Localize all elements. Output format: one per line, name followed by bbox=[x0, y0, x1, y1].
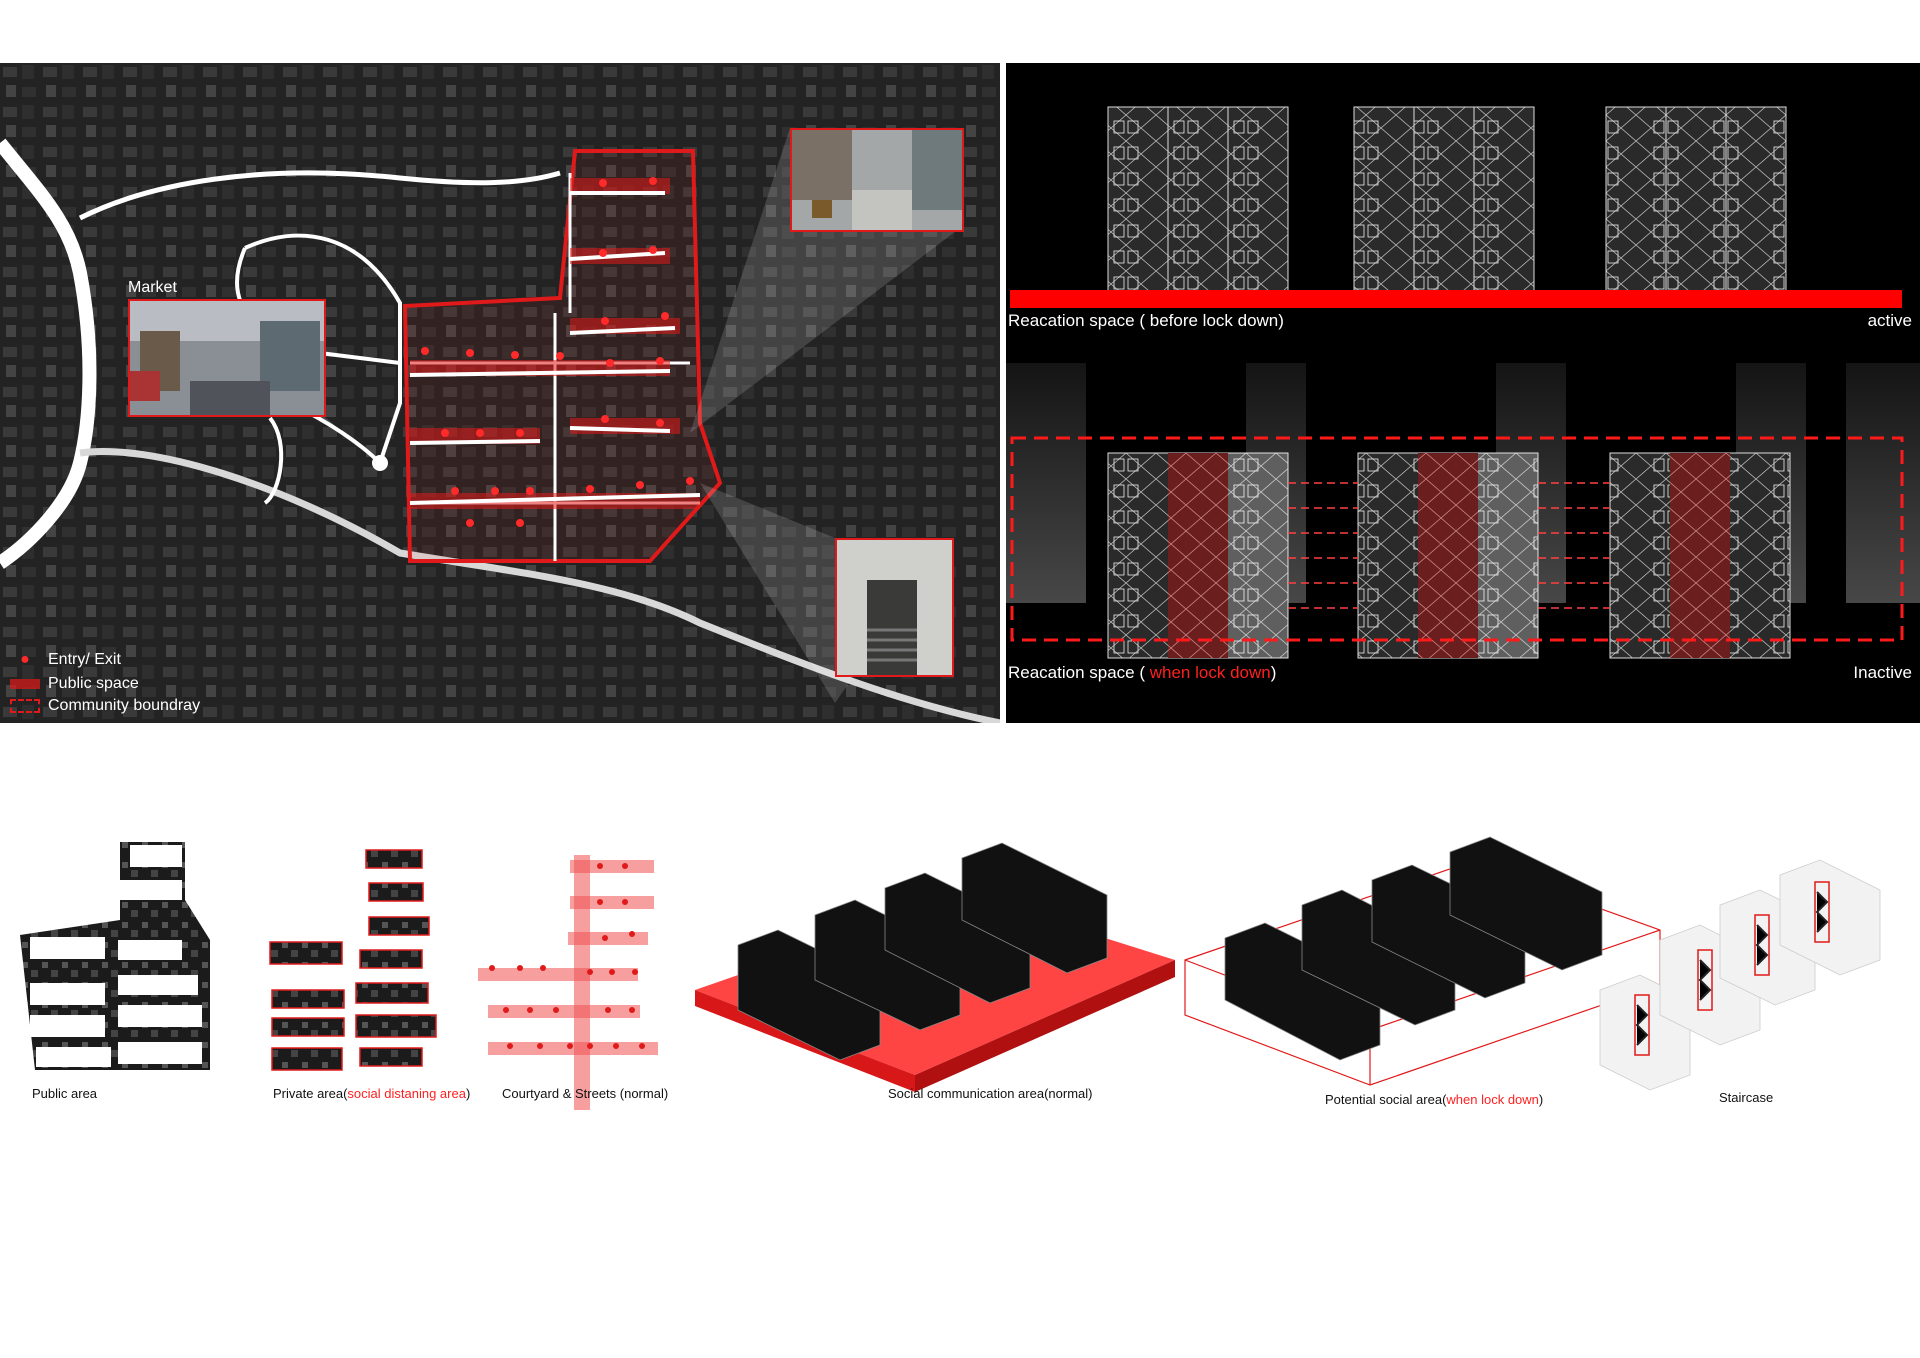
section-diagram-panel: Reacation space ( before lock down) acti… bbox=[1006, 63, 1920, 723]
after-caption: Reacation space ( when lock down) bbox=[1008, 663, 1276, 683]
legend-public-space: Public space bbox=[10, 675, 139, 693]
section-drawing bbox=[1006, 106, 1920, 659]
legend-boundary: Community boundray bbox=[10, 697, 200, 715]
internal-paths bbox=[410, 173, 700, 561]
boundary-swatch-icon bbox=[10, 699, 40, 713]
buildings-lockdown bbox=[1107, 452, 1791, 659]
label-courtyard: Courtyard & Streets (normal) bbox=[502, 1086, 669, 1101]
path bbox=[263, 416, 284, 505]
label-potential-social: Potential social area(when lock down) bbox=[1325, 1092, 1543, 1107]
before-caption: Reacation space ( before lock down) bbox=[1008, 311, 1284, 330]
lockdown-floor-lines bbox=[1288, 482, 1610, 609]
legend-entry-label: Entry/ Exit bbox=[48, 651, 121, 668]
after-caption-prefix: Reacation space ( bbox=[1008, 663, 1150, 682]
before-state-label: active bbox=[1867, 311, 1912, 330]
label-social-communication: Social communication area(normal) bbox=[888, 1086, 1093, 1101]
label-public-area: Public area bbox=[32, 1086, 98, 1101]
staircase-photo bbox=[835, 538, 954, 677]
market-photo bbox=[128, 299, 326, 417]
path bbox=[319, 351, 401, 365]
legend-boundary-label: Community boundray bbox=[48, 697, 201, 714]
public-area-diagram bbox=[20, 842, 210, 1070]
private-suffix: ) bbox=[465, 1086, 471, 1101]
potential-suffix: ) bbox=[1538, 1092, 1544, 1107]
courtyard-streets-diagram bbox=[478, 855, 658, 1110]
after-caption-red: when lock down bbox=[1149, 663, 1271, 682]
road bbox=[79, 447, 1000, 723]
after-state-label: Inactive bbox=[1853, 663, 1912, 682]
road bbox=[78, 170, 561, 221]
social-communication-diagram bbox=[695, 842, 1175, 1092]
potential-red: when lock down bbox=[1446, 1092, 1539, 1107]
potential-prefix: Potential social area( bbox=[1325, 1092, 1447, 1107]
alley-photo bbox=[790, 128, 964, 232]
active-recreation-band bbox=[1010, 290, 1902, 308]
potential-social-diagram bbox=[1184, 836, 1661, 1086]
legend-entry-exit: ● Entry/ Exit bbox=[10, 651, 121, 669]
market-label: Market bbox=[128, 279, 177, 296]
after-caption-suffix: ) bbox=[1270, 663, 1277, 682]
staircase-diagram bbox=[1599, 859, 1881, 1091]
entry-exit-points bbox=[421, 177, 694, 527]
public-space-swatch-icon bbox=[10, 679, 40, 689]
path bbox=[244, 233, 402, 464]
label-staircase: Staircase bbox=[1719, 1090, 1774, 1105]
private-prefix: Private area( bbox=[273, 1086, 348, 1101]
lockdown-boundary bbox=[1010, 436, 1904, 642]
main-road bbox=[0, 138, 97, 569]
legend-public-label: Public space bbox=[48, 675, 139, 692]
axonometric-diagrams bbox=[20, 836, 1881, 1110]
buildings-before bbox=[1107, 106, 1787, 303]
street-lines bbox=[409, 191, 701, 505]
site-map-panel: Market ● Entry/ Exit Public space bbox=[0, 63, 1000, 723]
label-private-area: Private area(social distaning area) bbox=[273, 1086, 470, 1101]
private-area-diagram bbox=[269, 849, 437, 1071]
entry-dot-icon: ● bbox=[20, 651, 30, 668]
private-red: social distaning area bbox=[347, 1086, 466, 1101]
